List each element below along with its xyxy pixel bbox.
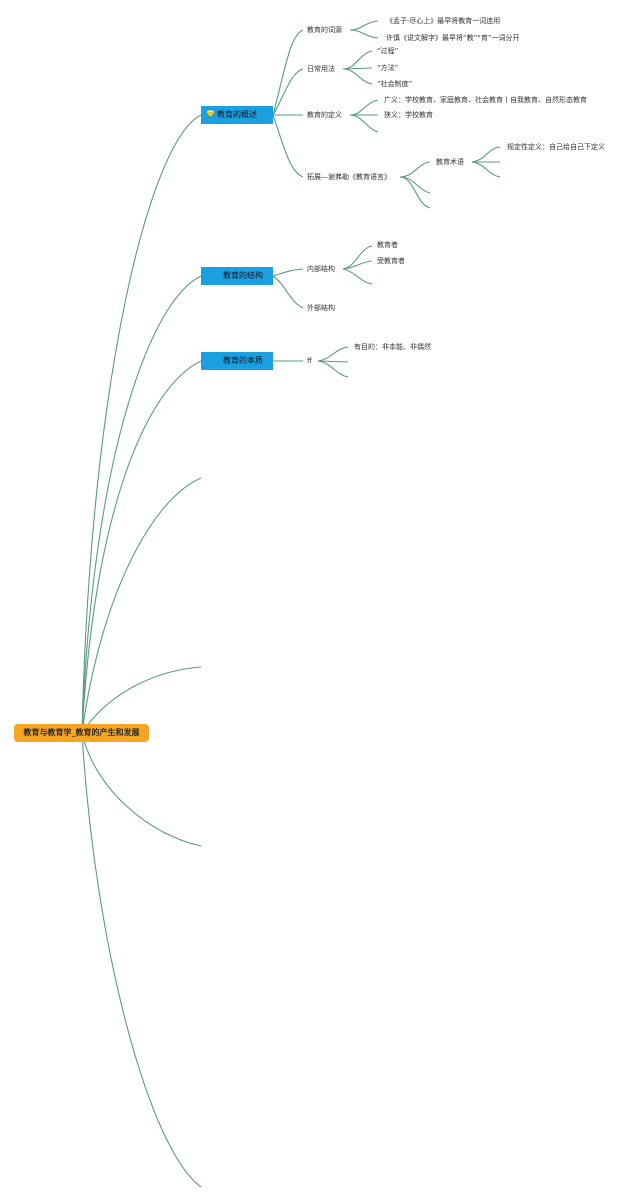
subtopic-extension[interactable]: 拓展—谢弗勒《教育语言》 — [307, 173, 391, 181]
subtopic-ff[interactable]: ff — [307, 357, 312, 365]
edge-root-topic3 — [81, 360, 202, 734]
leaf-node[interactable]: “社会制度” — [377, 80, 413, 88]
edge-t1-sub4 — [272, 114, 304, 178]
topic-education-overview[interactable]: 教育的概述 — [201, 106, 273, 124]
edge-t2-sub2 — [272, 275, 304, 309]
leaf-node[interactable]: 规定性定义：自己给自己下定义 — [507, 143, 605, 151]
edge-root-empty1 — [81, 477, 202, 734]
subtopic-education-term[interactable]: 教育术语 — [436, 158, 464, 166]
edge-root-topic2 — [81, 275, 202, 734]
subtopic-internal-structure[interactable]: 内部结构 — [307, 265, 335, 273]
leaf-node[interactable]: 广义：学校教育、家庭教育、社会教育丨自我教育、自然形态教育 — [384, 96, 587, 104]
edge-root-topic1 — [81, 114, 202, 734]
topic-label: 教育的结构 — [223, 271, 263, 280]
topic-education-essence[interactable]: 教育的本质 — [201, 352, 273, 370]
edge-root-empty3 — [81, 732, 202, 847]
leaf-node[interactable]: 教育者 — [377, 241, 398, 249]
leaf-node[interactable]: 许慎《说文解字》最早将“教”“育”一词分开 — [386, 34, 520, 42]
subtopic-external-structure[interactable]: 外部结构 — [307, 304, 335, 312]
edge-root-empty4 — [81, 732, 202, 1188]
topic-label: 教育的概述 — [217, 110, 257, 119]
subtopic-etymology[interactable]: 教育的词源 — [307, 26, 342, 34]
leaf-node[interactable]: 受教育者 — [377, 257, 405, 265]
edge-t1-sub1 — [272, 29, 304, 116]
edge-root-empty2 — [81, 666, 202, 734]
topic-label: 教育的本质 — [223, 356, 263, 365]
leaf-node[interactable]: “过程” — [377, 47, 399, 55]
subtopic-daily-usage[interactable]: 日常用法 — [307, 65, 335, 73]
edge-t2-sub1 — [272, 268, 304, 277]
subtopic-definition[interactable]: 教育的定义 — [307, 111, 342, 119]
leaf-node[interactable]: “方法” — [377, 64, 399, 72]
root-node[interactable]: 教育与教育学_教育的产生和发展 — [14, 724, 149, 742]
leaf-node[interactable]: 有目的：非本能、非偶然 — [354, 343, 431, 351]
gem-icon — [206, 110, 215, 118]
topic-education-structure[interactable]: 教育的结构 — [201, 267, 273, 285]
leaf-node[interactable]: 《孟子·尽心上》最早将教育一词连用 — [386, 17, 501, 25]
edge-t1-sub2 — [272, 68, 304, 116]
leaf-node[interactable]: 狭义：学校教育 — [384, 111, 433, 119]
